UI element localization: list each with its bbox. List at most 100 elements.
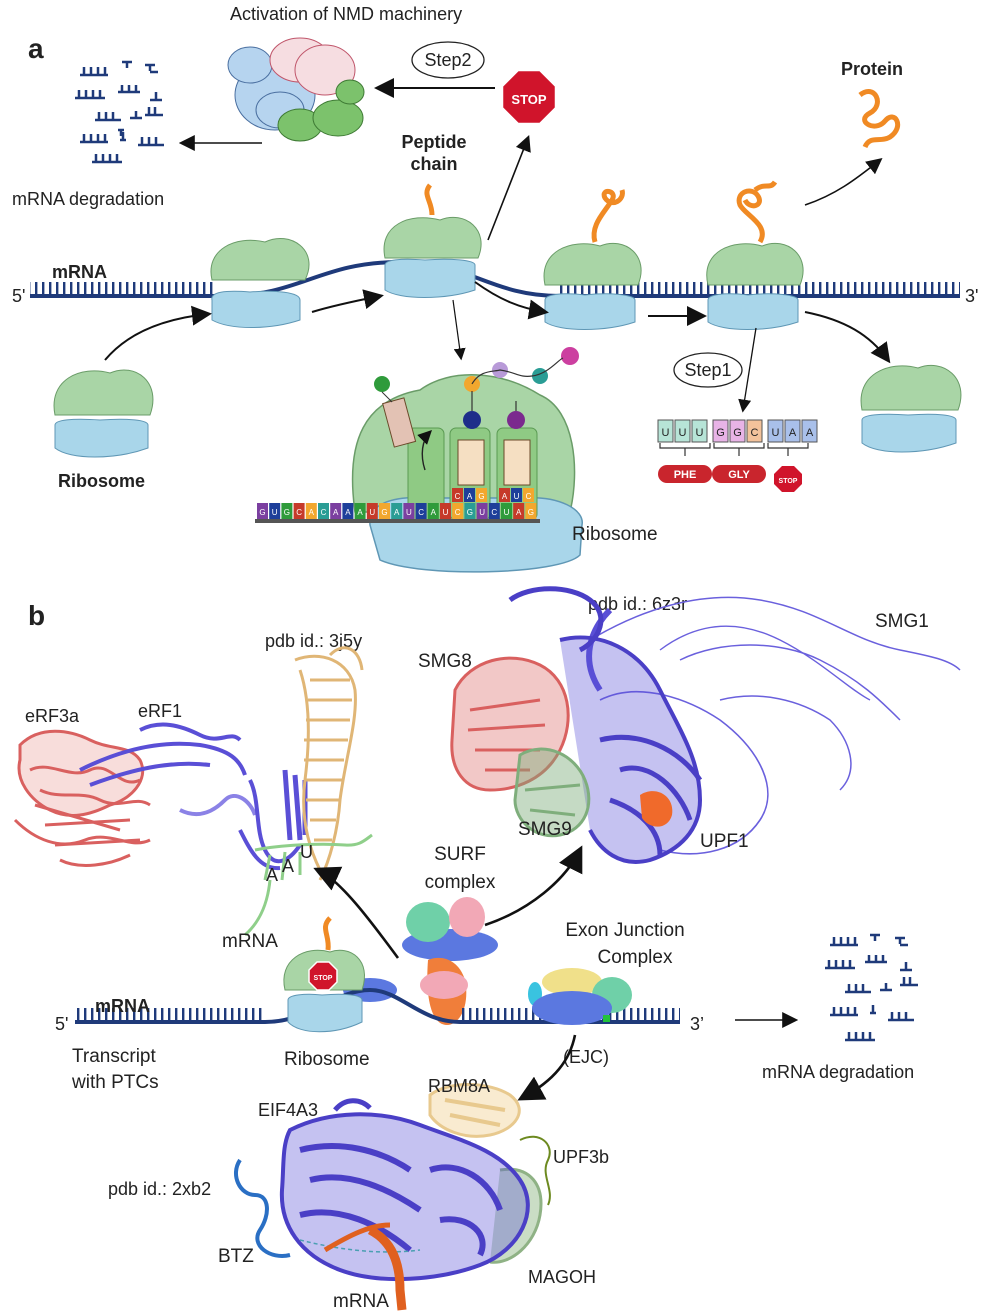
mrna-label-b: mRNA <box>95 996 150 1016</box>
strand-base-letter: U <box>272 508 278 517</box>
codon-letter: A <box>806 427 814 439</box>
strand-base-letter: C <box>418 508 424 517</box>
anticodon-base-letter: C <box>455 492 461 501</box>
nucleotide-a2: A <box>282 856 294 876</box>
strand-base-box <box>354 503 366 519</box>
step2-label: Step2 <box>424 50 471 70</box>
stop-sign-a: STOP <box>500 68 558 126</box>
strand-base-letter: G <box>467 508 473 517</box>
strand-base-letter: A <box>309 508 315 517</box>
step2-bubble <box>411 41 485 79</box>
pdb-2xb2-label: pdb id.: 2xb2 <box>108 1179 211 1199</box>
aa-stop-sign <box>774 466 802 492</box>
mrna-strand-a <box>30 259 960 298</box>
mrna-degradation-label-a: mRNA degradation <box>12 189 164 209</box>
strand-base-box <box>330 503 342 519</box>
strand-base-letter: G <box>381 508 387 517</box>
strand-base-letter: C <box>321 508 327 517</box>
aa-phe-label: PHE <box>674 469 697 481</box>
ribosome-detail <box>351 347 583 573</box>
transcript-label-1: Transcript <box>72 1046 156 1067</box>
erf3a-label: eRF3a <box>25 706 80 726</box>
mrna-degradation-label-b: mRNA degradation <box>762 1062 914 1082</box>
codon-box <box>801 419 818 443</box>
nucleotide-u: U <box>300 842 313 862</box>
degraded-mrna-fragments-a <box>75 60 164 164</box>
ribosome-on-mrna-3 <box>543 189 642 330</box>
codon-box <box>657 419 674 443</box>
strand-base-box <box>281 503 293 519</box>
codon-letter: U <box>772 427 780 439</box>
nmd-activation-title: Activation of NMD machinery <box>230 4 462 24</box>
strand-base-box <box>415 503 427 519</box>
strand-base-letter: G <box>259 508 265 517</box>
stop-sign-text-a: STOP <box>511 92 546 107</box>
surf-label-2: complex <box>425 872 496 893</box>
strand-base-box <box>513 503 525 519</box>
strand-base-box <box>403 503 415 519</box>
codon-brackets <box>659 443 809 456</box>
ribosome-on-mrna-2 <box>383 183 482 298</box>
smg1-label: SMG1 <box>875 611 929 632</box>
transcript-label-2: with PTCs <box>71 1072 159 1093</box>
upf3b-label: UPF3b <box>553 1147 609 1167</box>
aa-gly-label: GLY <box>728 469 750 481</box>
strand-base-letter: U <box>443 508 449 517</box>
codon-box <box>729 419 746 443</box>
panel-a-letter: a <box>28 33 44 64</box>
ejc-structure-2xb2 <box>234 1083 551 1311</box>
btz-label: BTZ <box>218 1246 254 1267</box>
strand-base-letter: A <box>333 508 339 517</box>
rna-3j5y-structure <box>294 646 364 881</box>
codon-letter: C <box>751 427 759 439</box>
strand-base-box <box>293 503 305 519</box>
surf-label-1: SURF <box>434 844 486 865</box>
anticodon-base-letter: A <box>467 492 473 501</box>
strand-base-letter: C <box>296 508 302 517</box>
aa-stop-label: STOP <box>779 478 798 485</box>
eif4a3-label: EIF4A3 <box>258 1100 318 1120</box>
anticodon-base-box <box>499 488 510 502</box>
anticodon-base-letter: A <box>502 492 508 501</box>
strand-base-box <box>318 503 329 519</box>
erf1-label: eRF1 <box>138 701 182 721</box>
codon-letter: G <box>716 427 725 439</box>
strand-base-box <box>379 503 390 519</box>
codon-letter: U <box>696 427 704 439</box>
strand-base-box <box>342 503 354 519</box>
codon-box <box>712 419 729 443</box>
ejc-abbrev-label: (EJC) <box>563 1047 609 1067</box>
anticodon-base-box <box>511 488 522 502</box>
mrna-bottom-label: mRNA <box>333 1291 389 1312</box>
strand-base-box <box>269 503 281 519</box>
ribosome-label-left: Ribosome <box>58 471 145 491</box>
mrna-struct-label: mRNA <box>222 931 278 952</box>
free-ribosome-left <box>53 369 154 458</box>
peptide-chain-label-1: Peptide <box>401 132 466 152</box>
strand-base-letter: A <box>431 508 437 517</box>
strand-base-box <box>440 503 451 519</box>
strand-base-box <box>452 503 464 519</box>
aa-gly <box>712 465 766 483</box>
strand-base-box <box>501 503 512 519</box>
panel-b-letter: b <box>28 600 45 631</box>
smg1-complex-structure <box>450 586 961 864</box>
strand-base-letter: G <box>284 508 290 517</box>
anticodon-base-box <box>523 488 534 502</box>
strand-base-letter: U <box>504 508 510 517</box>
free-ribosome-right <box>860 364 962 453</box>
ribosome-on-mrna-4 <box>706 180 804 330</box>
codon-box <box>784 419 801 443</box>
three-prime-label-a: 3' <box>965 286 978 306</box>
rbm8a-label: RBM8A <box>428 1076 490 1096</box>
strand-base-letter: U <box>479 508 485 517</box>
strand-base-box <box>488 503 500 519</box>
strand-base-box <box>525 503 537 519</box>
strand-base-box <box>366 503 378 519</box>
pdb-6z3r-label: pdb id.: 6z3r <box>588 594 687 614</box>
anticodon-base-box <box>452 488 463 502</box>
